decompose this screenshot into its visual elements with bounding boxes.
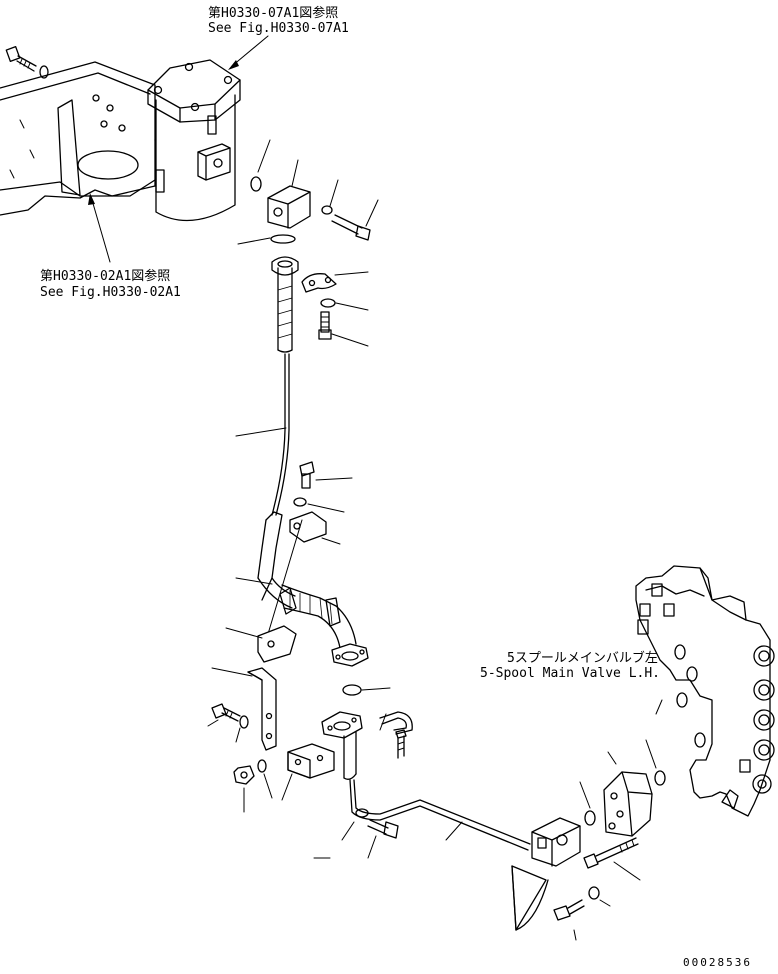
valve-label-jp: 5スプールメインバルブ左: [507, 650, 658, 666]
washer-middle-clamp: [293, 497, 345, 513]
bolt-long-right: [583, 837, 641, 881]
reference-left-jp: 第H0330-02A1図参照: [40, 268, 170, 284]
split-flange-upper: [301, 271, 369, 293]
flange-bottom-tube: [321, 711, 363, 739]
filter-canister: [147, 59, 241, 222]
washer-bottom: [341, 808, 369, 841]
main-valve-body: [635, 565, 775, 817]
reference-left-en: See Fig.H0330-02A1: [40, 285, 181, 300]
flange-block-right: [531, 817, 581, 867]
clamp-middle: [289, 511, 341, 545]
tube-bottom: [343, 731, 531, 851]
adapter-block: [267, 159, 311, 229]
bolt-left: [207, 703, 241, 727]
bolt-bottom-right: [553, 899, 585, 941]
nut-lower-left: [233, 765, 255, 813]
elbow-connector: [511, 865, 549, 931]
bracket-vertical: [211, 667, 277, 751]
o-ring-valve: [645, 739, 666, 786]
bolt-bottom: [367, 819, 399, 859]
reference-top-en: See Fig.H0330-07A1: [208, 21, 349, 36]
washer-top-left: [39, 65, 49, 79]
flange-lower-bend: [331, 643, 369, 667]
drawing-number: 00028536: [683, 956, 752, 969]
frame-structure: [0, 61, 156, 216]
reference-arrow-left: [88, 193, 111, 263]
bolt-middle-clamp: [299, 461, 353, 489]
flange-upper: [271, 256, 299, 276]
o-ring-right: [579, 781, 596, 826]
reference-arrow-top: [228, 35, 269, 70]
washer-bottom-right: [588, 886, 611, 907]
hose-upper: [235, 267, 293, 516]
o-ring-upper: [237, 234, 296, 245]
washer-lower-left: [257, 759, 273, 799]
bolt-adapter: [331, 199, 379, 241]
u-bolt: [379, 711, 413, 735]
tube-bent: [235, 511, 357, 649]
valve-adapter: [603, 751, 653, 837]
bolt-upper-flange: [318, 311, 369, 347]
clamp-lower: [225, 625, 297, 663]
bolt-top-left: [5, 46, 37, 72]
bolt-u: [395, 729, 407, 759]
reference-top-jp: 第H0330-07A1図参照: [208, 5, 338, 21]
washer-left: [235, 715, 249, 743]
washer-adapter: [321, 179, 339, 215]
washer-upper-flange: [320, 298, 369, 311]
o-ring-lower: [342, 684, 391, 696]
valve-label-en: 5-Spool Main Valve L.H.: [480, 666, 660, 681]
bracket-l: [281, 743, 335, 801]
